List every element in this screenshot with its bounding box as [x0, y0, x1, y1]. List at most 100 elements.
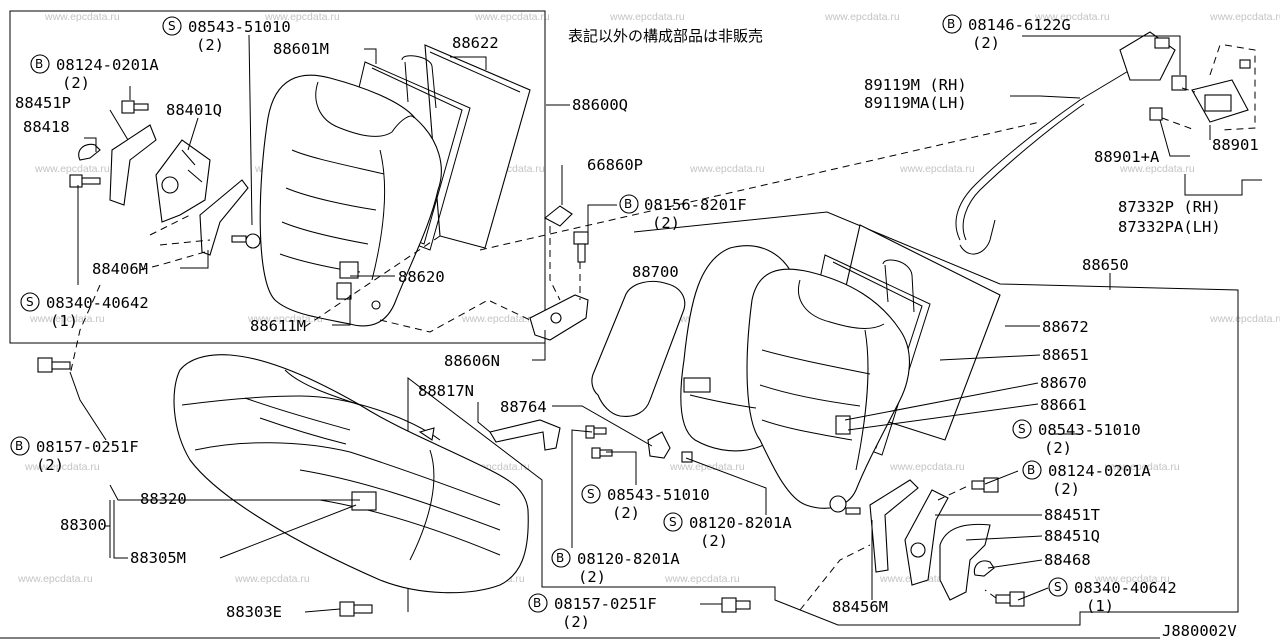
part-label-88600Q: 88600Q	[572, 96, 628, 114]
part-label-88451T: 88451T	[1044, 506, 1100, 524]
bolt-icon	[721, 597, 737, 613]
latch-cover-88620	[339, 261, 359, 279]
part-label-89119M-rh: 89119M (RH)	[864, 76, 967, 94]
bolt-icon	[573, 231, 589, 245]
part-label-b08124-0201A: 08124-0201A	[1048, 462, 1151, 480]
label-prefix-circle	[1022, 460, 1042, 480]
part-label-88401Q: 88401Q	[166, 101, 222, 119]
part-label-88651: 88651	[1042, 346, 1089, 364]
label-prefix-circle	[581, 484, 601, 504]
watermark: www.epcdata.ru	[24, 461, 100, 473]
watermark: www.epcdata.ru	[824, 11, 900, 23]
part-label-88601M: 88601M	[273, 40, 329, 58]
part-label-88700: 88700	[632, 263, 679, 281]
hinge-mechanism-88451T	[904, 489, 949, 586]
part-label-88670: 88670	[1040, 374, 1087, 392]
qty-label: (2)	[562, 613, 590, 631]
part-label-88901-plus-a: 88901+A	[1094, 148, 1160, 166]
watermark: www.epcdata.ru	[44, 11, 120, 23]
watermark: www.epcdata.ru	[34, 163, 110, 175]
latch-88661	[835, 415, 851, 435]
part-label-88451Q: 88451Q	[1044, 527, 1100, 545]
label-prefix-circle	[663, 512, 683, 532]
watermark: www.epcdata.ru	[1034, 11, 1110, 23]
part-label-88764: 88764	[500, 398, 547, 416]
part-label-87332PA-lh: 87332PA(LH)	[1118, 218, 1221, 236]
seat-cushion-hook-88320	[351, 491, 377, 511]
part-label-b08157-0251F: 08157-0251F	[36, 438, 139, 456]
label-prefix: S	[1018, 422, 1026, 436]
hinge-bracket-88456M	[869, 479, 919, 573]
label-prefix-circle	[619, 194, 639, 214]
part-label-88300: 88300	[60, 516, 107, 534]
screw-icon	[231, 235, 247, 243]
part-label-s08120-8201A: 08120-8201A	[689, 514, 792, 532]
qty-label: (2)	[972, 34, 1000, 52]
part-label-66860P: 66860P	[587, 156, 643, 174]
part-label-88418: 88418	[23, 118, 70, 136]
label-prefix-circle	[20, 292, 40, 312]
part-label-88303E: 88303E	[226, 603, 282, 621]
label-prefix-circle	[942, 14, 962, 34]
qty-label: (1)	[1086, 597, 1114, 615]
qty-label: (2)	[612, 504, 640, 522]
seat-cushion-illustration	[173, 354, 529, 617]
part-label-88305M: 88305M	[130, 549, 186, 567]
part-label-b08146-6122G: 08146-6122G	[968, 16, 1071, 34]
part-label-88468: 88468	[1044, 551, 1091, 569]
bolt-icon	[37, 357, 53, 373]
screw-icon	[829, 495, 847, 513]
part-label-b08157-0251F: 08157-0251F	[554, 595, 657, 613]
label-prefix: B	[556, 551, 564, 565]
latch-88611M	[336, 282, 352, 300]
seat-back-main-cushion	[746, 268, 911, 509]
hinge-bracket-88451P	[109, 124, 157, 206]
qty-label: (2)	[700, 532, 728, 550]
part-label-s08340-40642: 08340-40642	[46, 294, 149, 312]
part-label-88611M: 88611M	[250, 317, 306, 335]
label-prefix: S	[168, 19, 176, 33]
plate-88764	[647, 431, 671, 459]
bolt-icon	[339, 601, 355, 617]
part-label-88606N: 88606N	[444, 352, 500, 370]
header-note: 表記以外の構成部品は非販売	[568, 27, 763, 45]
watermark: www.epcdata.ru	[234, 573, 310, 585]
part-label-s08543-51010: 08543-51010	[188, 18, 291, 36]
watermark: www.epcdata.ru	[29, 313, 105, 325]
screw-icon	[681, 451, 693, 463]
part-label-s08543-51010: 08543-51010	[1038, 421, 1141, 439]
part-label-88406M: 88406M	[92, 260, 148, 278]
armrest-88700	[591, 280, 686, 417]
qty-label: (2)	[578, 568, 606, 586]
seat-back-assembly-box	[9, 10, 546, 344]
seat-back-right-assembly-outline	[407, 211, 1239, 626]
screw-icon	[591, 447, 601, 459]
qty-label: (2)	[196, 36, 224, 54]
qty-label: (2)	[1052, 480, 1080, 498]
label-prefix: S	[587, 487, 595, 501]
label-prefix-circle	[528, 593, 548, 613]
bolt-icon	[69, 174, 83, 188]
qty-label: (2)	[62, 74, 90, 92]
bracket-88817N	[489, 419, 561, 451]
part-label-b08120-8201A: 08120-8201A	[577, 550, 680, 568]
part-label-88622: 88622	[452, 34, 499, 52]
part-label-88672: 88672	[1042, 318, 1089, 336]
label-prefix: B	[35, 57, 43, 71]
part-label-b08124-0201A: 08124-0201A	[56, 56, 159, 74]
part-label-88456M: 88456M	[832, 598, 888, 616]
label-prefix: S	[669, 515, 677, 529]
label-prefix: B	[1027, 463, 1035, 477]
center-parts	[489, 205, 751, 613]
bracket-88406M	[199, 179, 249, 256]
clip-88418	[78, 143, 101, 161]
part-label-s08340-40642: 08340-40642	[1074, 579, 1177, 597]
watermark: www.epcdata.ru	[247, 313, 323, 325]
watermark: www.epcdata.ru	[17, 573, 93, 585]
leader-lines	[69, 34, 1262, 613]
label-prefix: B	[624, 197, 632, 211]
label-prefix: B	[947, 17, 955, 31]
bolt-icon	[1149, 107, 1163, 121]
label-prefix: B	[15, 439, 23, 453]
